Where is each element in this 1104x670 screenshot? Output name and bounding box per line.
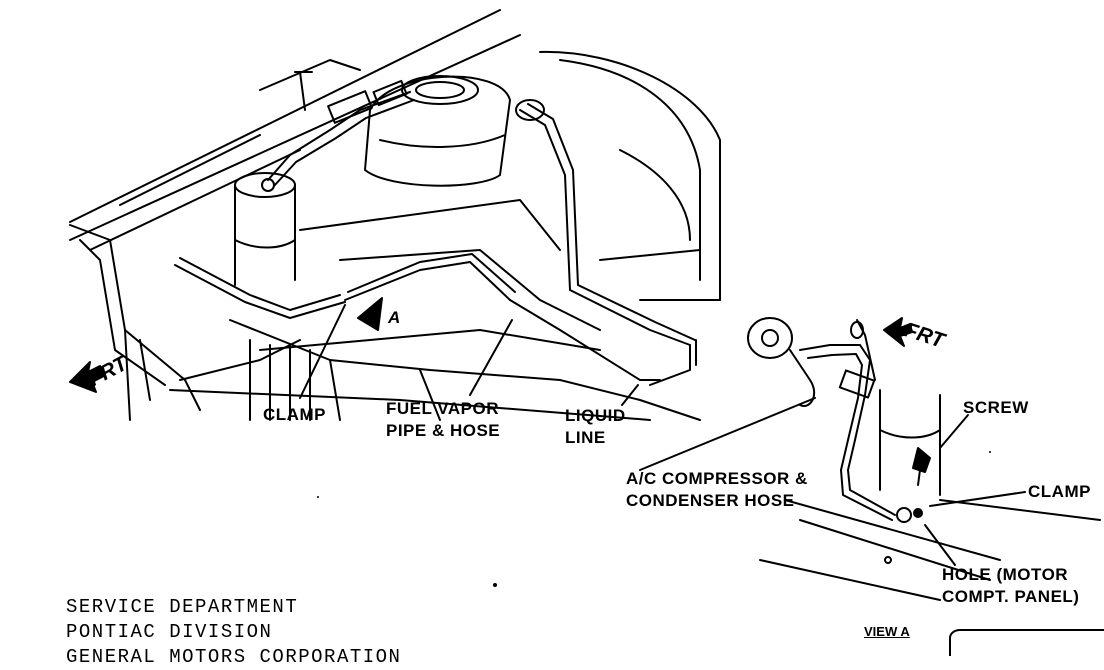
leader-lines-main	[299, 304, 639, 406]
screw-label: SCREW	[963, 398, 1029, 417]
liquid-line	[509, 99, 697, 386]
reservoir	[364, 75, 511, 187]
ac-hose-label-1: A/C COMPRESSOR &	[626, 469, 808, 488]
clamp-label-left: CLAMP	[263, 405, 326, 424]
view-a-marker-label: A	[388, 308, 401, 327]
print-specks	[317, 451, 991, 587]
liquid-line-label-1: LIQUID	[565, 406, 626, 425]
hole-label-2: COMPT. PANEL)	[942, 587, 1080, 606]
ac-hose-label-2: CONDENSER HOSE	[626, 491, 795, 510]
view-a-detail	[639, 317, 1104, 656]
body-structure	[69, 9, 721, 421]
fuel-vapor-label-2: PIPE & HOSE	[386, 421, 501, 440]
liquid-line-label-2: LINE	[565, 428, 606, 447]
canister	[234, 172, 296, 286]
footer-line-1: SERVICE DEPARTMENT	[66, 596, 299, 618]
view-a-caption: VIEW A	[864, 624, 910, 639]
engine-compartment-diagram	[69, 9, 1104, 656]
fuel-vapor-pipe	[174, 71, 516, 319]
view-a-arrow-icon	[357, 297, 383, 331]
footer-block: SERVICE DEPARTMENT PONTIAC DIVISION GENERA…	[66, 595, 401, 670]
fuel-vapor-label-1: FUEL VAPOR	[386, 399, 499, 418]
clamp-label-right: CLAMP	[1028, 482, 1091, 501]
footer-line-2: PONTIAC DIVISION	[66, 621, 273, 643]
front-direction-arrow-icon	[69, 361, 105, 393]
hole-label-1: HOLE (MOTOR	[942, 565, 1069, 584]
footer-line-3: GENERAL MOTORS CORPORATION	[66, 646, 402, 668]
